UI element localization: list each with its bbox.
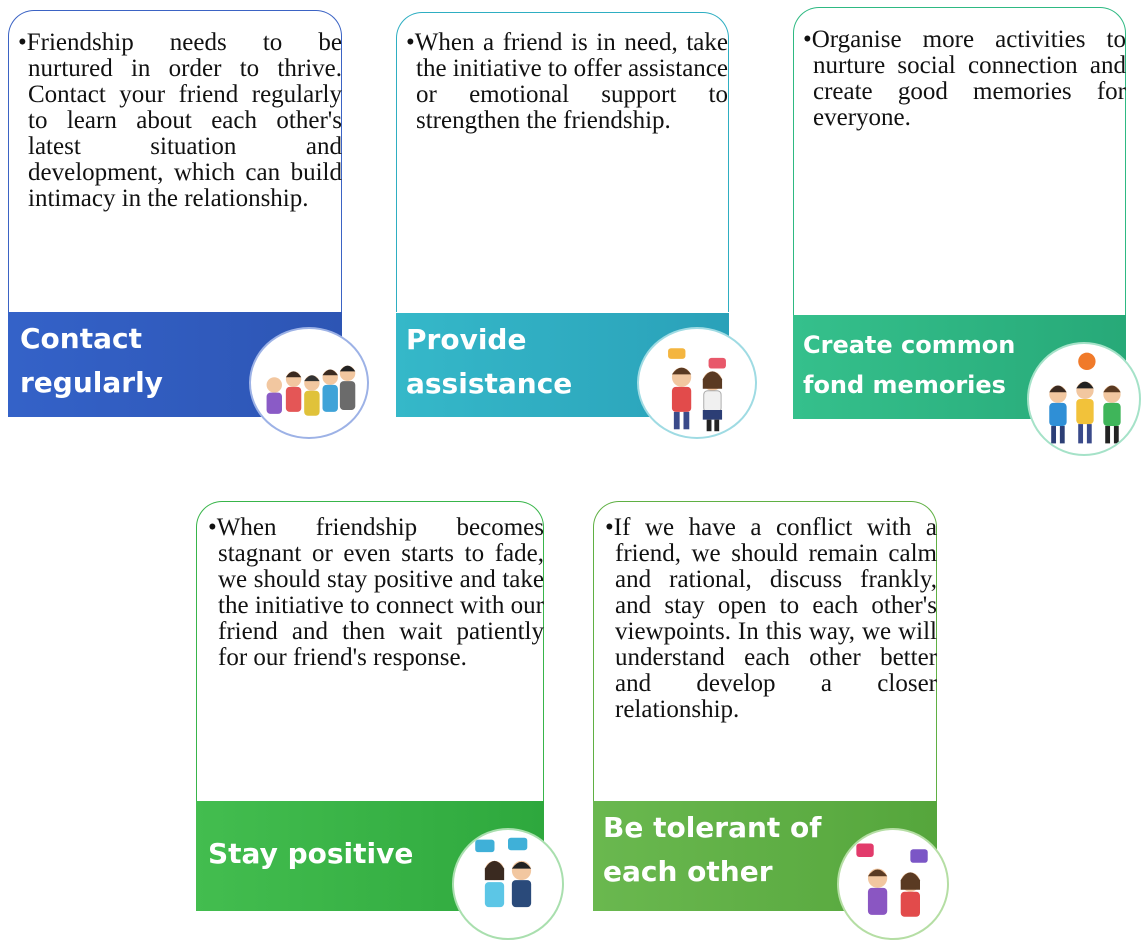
card-title-line2: fond memories	[803, 371, 1006, 399]
card-title-line1: Be tolerant of	[603, 811, 822, 844]
card-provide-assistance: •When a friend is in need, take the init…	[396, 12, 729, 417]
friends-sharing-likes-icon	[837, 828, 949, 940]
card-text-box	[396, 12, 729, 312]
card-text-box	[196, 501, 544, 801]
card-body-text: •When a friend is in need, take the init…	[406, 29, 728, 134]
card-text-box	[8, 10, 342, 313]
card-title-line2: assistance	[406, 367, 573, 400]
card-title-line1: Create common	[803, 331, 1016, 359]
two-friends-talking-icon	[637, 327, 757, 439]
card-title-line1: Provide	[406, 323, 527, 356]
friends-playing-ball-icon	[1027, 342, 1141, 456]
card-text-box	[793, 7, 1126, 315]
card-body-text: •Organise more activities to nurture soc…	[803, 26, 1126, 131]
card-title-line1: Stay positive	[208, 837, 414, 870]
card-body-text: •If we have a conflict with a friend, we…	[605, 514, 937, 723]
card-be-tolerant-of-each-other: •If we have a conflict with a friend, we…	[593, 501, 937, 911]
card-contact-regularly: •Friendship needs to be nurtured in orde…	[8, 10, 342, 417]
card-title-line1: Contact	[20, 322, 142, 355]
friends-chatting-icon	[452, 828, 564, 940]
card-body-text: •When friendship becomes stagnant or eve…	[208, 514, 544, 671]
card-title-line2: each other	[603, 855, 773, 888]
friends-group-icon	[249, 327, 369, 439]
card-body-text: •Friendship needs to be nurtured in orde…	[18, 29, 342, 212]
card-text-box	[593, 501, 937, 801]
card-title-line2: regularly	[20, 366, 163, 399]
